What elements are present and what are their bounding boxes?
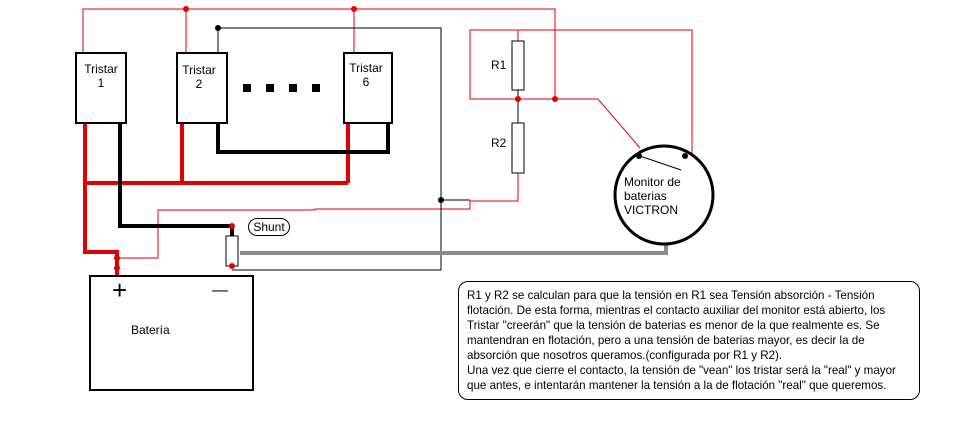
resistor-r1 — [511, 40, 525, 91]
tristar-6-box — [343, 52, 393, 124]
tristar-6-name: Tristar — [349, 61, 383, 75]
shunt-body — [225, 235, 239, 267]
battery-label: Batería — [131, 323, 170, 337]
more-tristars-ellipsis — [243, 84, 320, 92]
auxiliary-contact-switch — [639, 155, 682, 171]
junction-dots — [114, 6, 558, 271]
tristar-2-number: 2 — [195, 77, 203, 91]
note-paragraph-1: R1 y R2 se calculan para que la tensión … — [467, 289, 886, 362]
tristar-2-box — [176, 52, 228, 124]
tristar-1-box — [75, 52, 127, 124]
auxiliary-contact-terminal — [636, 153, 642, 159]
note-paragraph-2: Una vez que cierre el contacto, la tensi… — [467, 364, 896, 392]
auxiliary-contact-terminal — [682, 153, 688, 159]
battery-plus-terminal: + — [112, 275, 128, 305]
tristar-6-label: Tristar 6 — [341, 61, 391, 89]
monitor-label-line1: Monitor de — [624, 175, 681, 189]
monitor-label: Monitor de baterias VICTRON — [624, 175, 681, 217]
battery-monitor-dial — [613, 144, 715, 246]
resistor-r2 — [511, 122, 525, 174]
monitor-label-line3: VICTRON — [624, 203, 678, 217]
tristar-2-name: Tristar — [182, 63, 216, 77]
battery-minus-terminal: — — [212, 282, 228, 299]
shunt-sense-cable — [240, 243, 668, 255]
tristar-2-label: Tristar 2 — [174, 63, 224, 91]
tristar-6-number: 6 — [362, 75, 370, 89]
thick-black-wires — [118, 123, 390, 236]
tristar-1-name: Tristar — [84, 62, 118, 76]
thin-black-wires — [217, 27, 470, 271]
battery-box — [89, 275, 254, 391]
monitor-label-line2: baterias — [624, 189, 667, 203]
r1-label: R1 — [491, 58, 507, 72]
tristar-1-label: Tristar 1 — [76, 62, 126, 90]
thin-red-wires — [82, 8, 693, 259]
r2-label: R2 — [491, 136, 507, 150]
shunt-label: Shunt — [248, 218, 290, 236]
explanation-note: R1 y R2 se calculan para que la tensión … — [458, 281, 920, 400]
tristar-1-number: 1 — [97, 76, 105, 90]
